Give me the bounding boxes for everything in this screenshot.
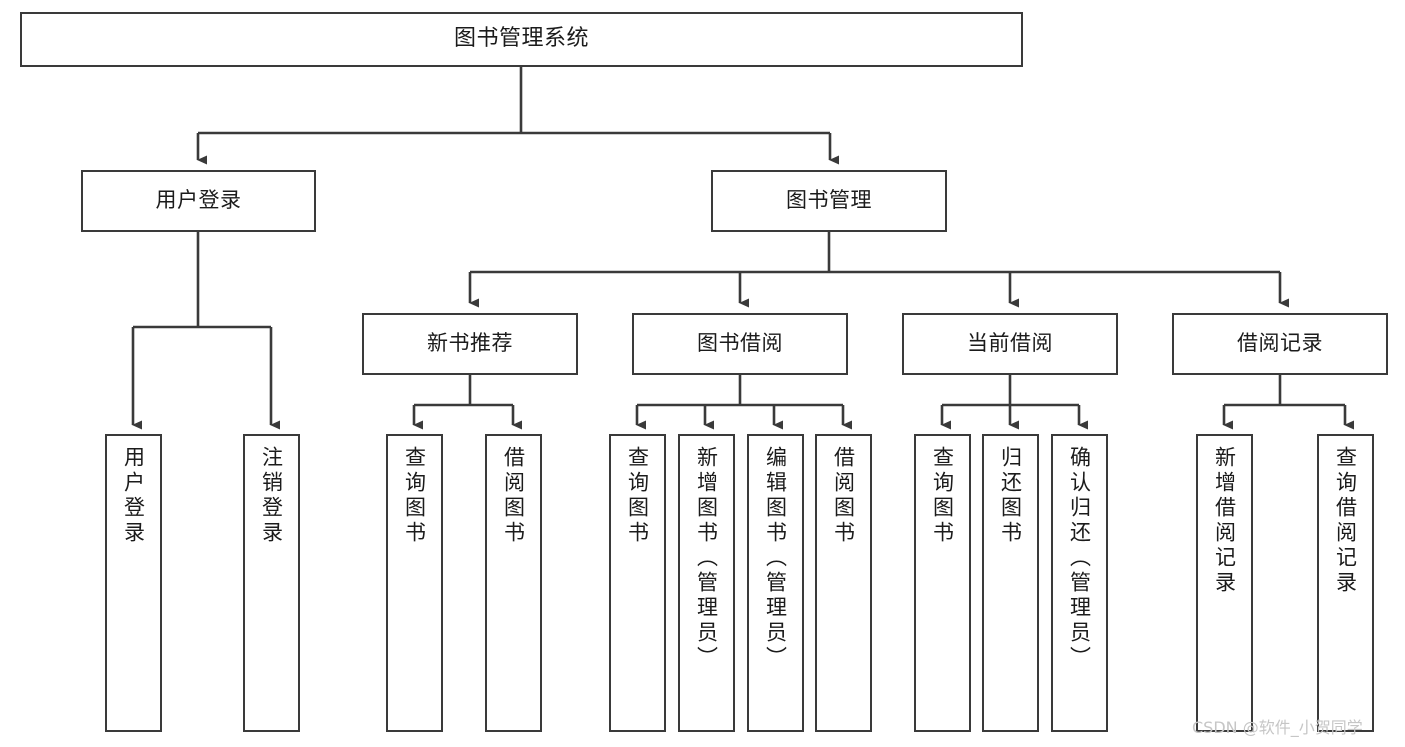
node-root-label: 图书管理系统	[453, 26, 589, 52]
node-leaf-user-logout[interactable]: 注销登录	[243, 434, 300, 732]
node-leaf-add-borrow-record[interactable]: 新增借阅记录	[1196, 434, 1253, 732]
node-book-manage[interactable]: 图书管理	[711, 170, 947, 232]
node-leaf-add-book-label: 新增图书（管理员）	[694, 446, 719, 671]
node-leaf-query-book-3-label: 查询图书	[930, 446, 955, 546]
node-leaf-confirm-return[interactable]: 确认归还（管理员）	[1051, 434, 1108, 732]
node-user-login[interactable]: 用户登录	[81, 170, 316, 232]
node-book-manage-label: 图书管理	[786, 188, 872, 213]
node-current-borrow-label: 当前借阅	[967, 331, 1053, 356]
node-leaf-query-book-2-label: 查询图书	[625, 446, 650, 546]
node-borrow-record[interactable]: 借阅记录	[1172, 313, 1388, 375]
node-leaf-query-book-3[interactable]: 查询图书	[914, 434, 971, 732]
node-leaf-return-book-label: 归还图书	[998, 446, 1023, 546]
node-leaf-add-book[interactable]: 新增图书（管理员）	[678, 434, 735, 732]
node-leaf-confirm-return-label: 确认归还（管理员）	[1067, 446, 1092, 671]
node-leaf-query-book-1-label: 查询图书	[402, 446, 427, 546]
node-leaf-user-login-label: 用户登录	[121, 446, 146, 546]
node-leaf-borrow-book-2[interactable]: 借阅图书	[815, 434, 872, 732]
watermark-text: CSDN @软件_小贺同学	[1192, 718, 1363, 737]
node-leaf-user-logout-label: 注销登录	[259, 446, 284, 546]
node-book-borrow[interactable]: 图书借阅	[632, 313, 848, 375]
node-leaf-user-login[interactable]: 用户登录	[105, 434, 162, 732]
node-leaf-add-borrow-record-label: 新增借阅记录	[1212, 446, 1237, 596]
node-leaf-query-borrow-record-label: 查询借阅记录	[1333, 446, 1358, 596]
node-current-borrow[interactable]: 当前借阅	[902, 313, 1118, 375]
node-leaf-query-book-1[interactable]: 查询图书	[386, 434, 443, 732]
node-leaf-edit-book-label: 编辑图书（管理员）	[763, 446, 788, 671]
node-new-book-recommend-label: 新书推荐	[427, 331, 513, 356]
node-borrow-record-label: 借阅记录	[1237, 331, 1323, 356]
node-leaf-borrow-book-2-label: 借阅图书	[831, 446, 856, 546]
node-user-login-label: 用户登录	[155, 188, 242, 213]
node-leaf-query-borrow-record[interactable]: 查询借阅记录	[1317, 434, 1374, 732]
node-leaf-edit-book[interactable]: 编辑图书（管理员）	[747, 434, 804, 732]
node-new-book-recommend[interactable]: 新书推荐	[362, 313, 578, 375]
node-leaf-return-book[interactable]: 归还图书	[982, 434, 1039, 732]
node-leaf-query-book-2[interactable]: 查询图书	[609, 434, 666, 732]
node-root[interactable]: 图书管理系统	[20, 12, 1023, 67]
node-book-borrow-label: 图书借阅	[697, 331, 783, 356]
node-leaf-borrow-book-1[interactable]: 借阅图书	[485, 434, 542, 732]
node-leaf-borrow-book-1-label: 借阅图书	[501, 446, 526, 546]
